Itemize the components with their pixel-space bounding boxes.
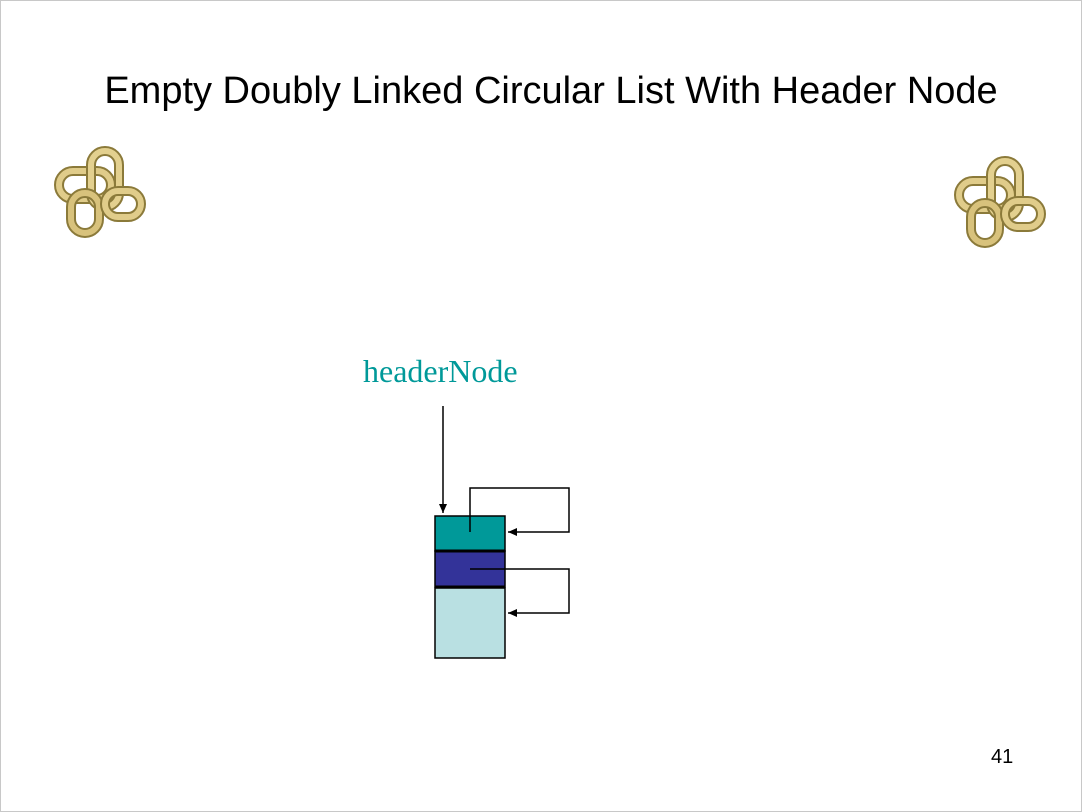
left-link-arrow [469,487,570,536]
page-number: 41 [991,746,1014,768]
element-field [434,587,506,659]
right-link-arrow [470,568,570,617]
slide-title: Empty Doubly Linked Circular List With H… [104,70,998,112]
chain-links-icon [954,156,1046,248]
chain-links-icon [54,146,146,238]
header-node-label: headerNode [363,353,518,389]
